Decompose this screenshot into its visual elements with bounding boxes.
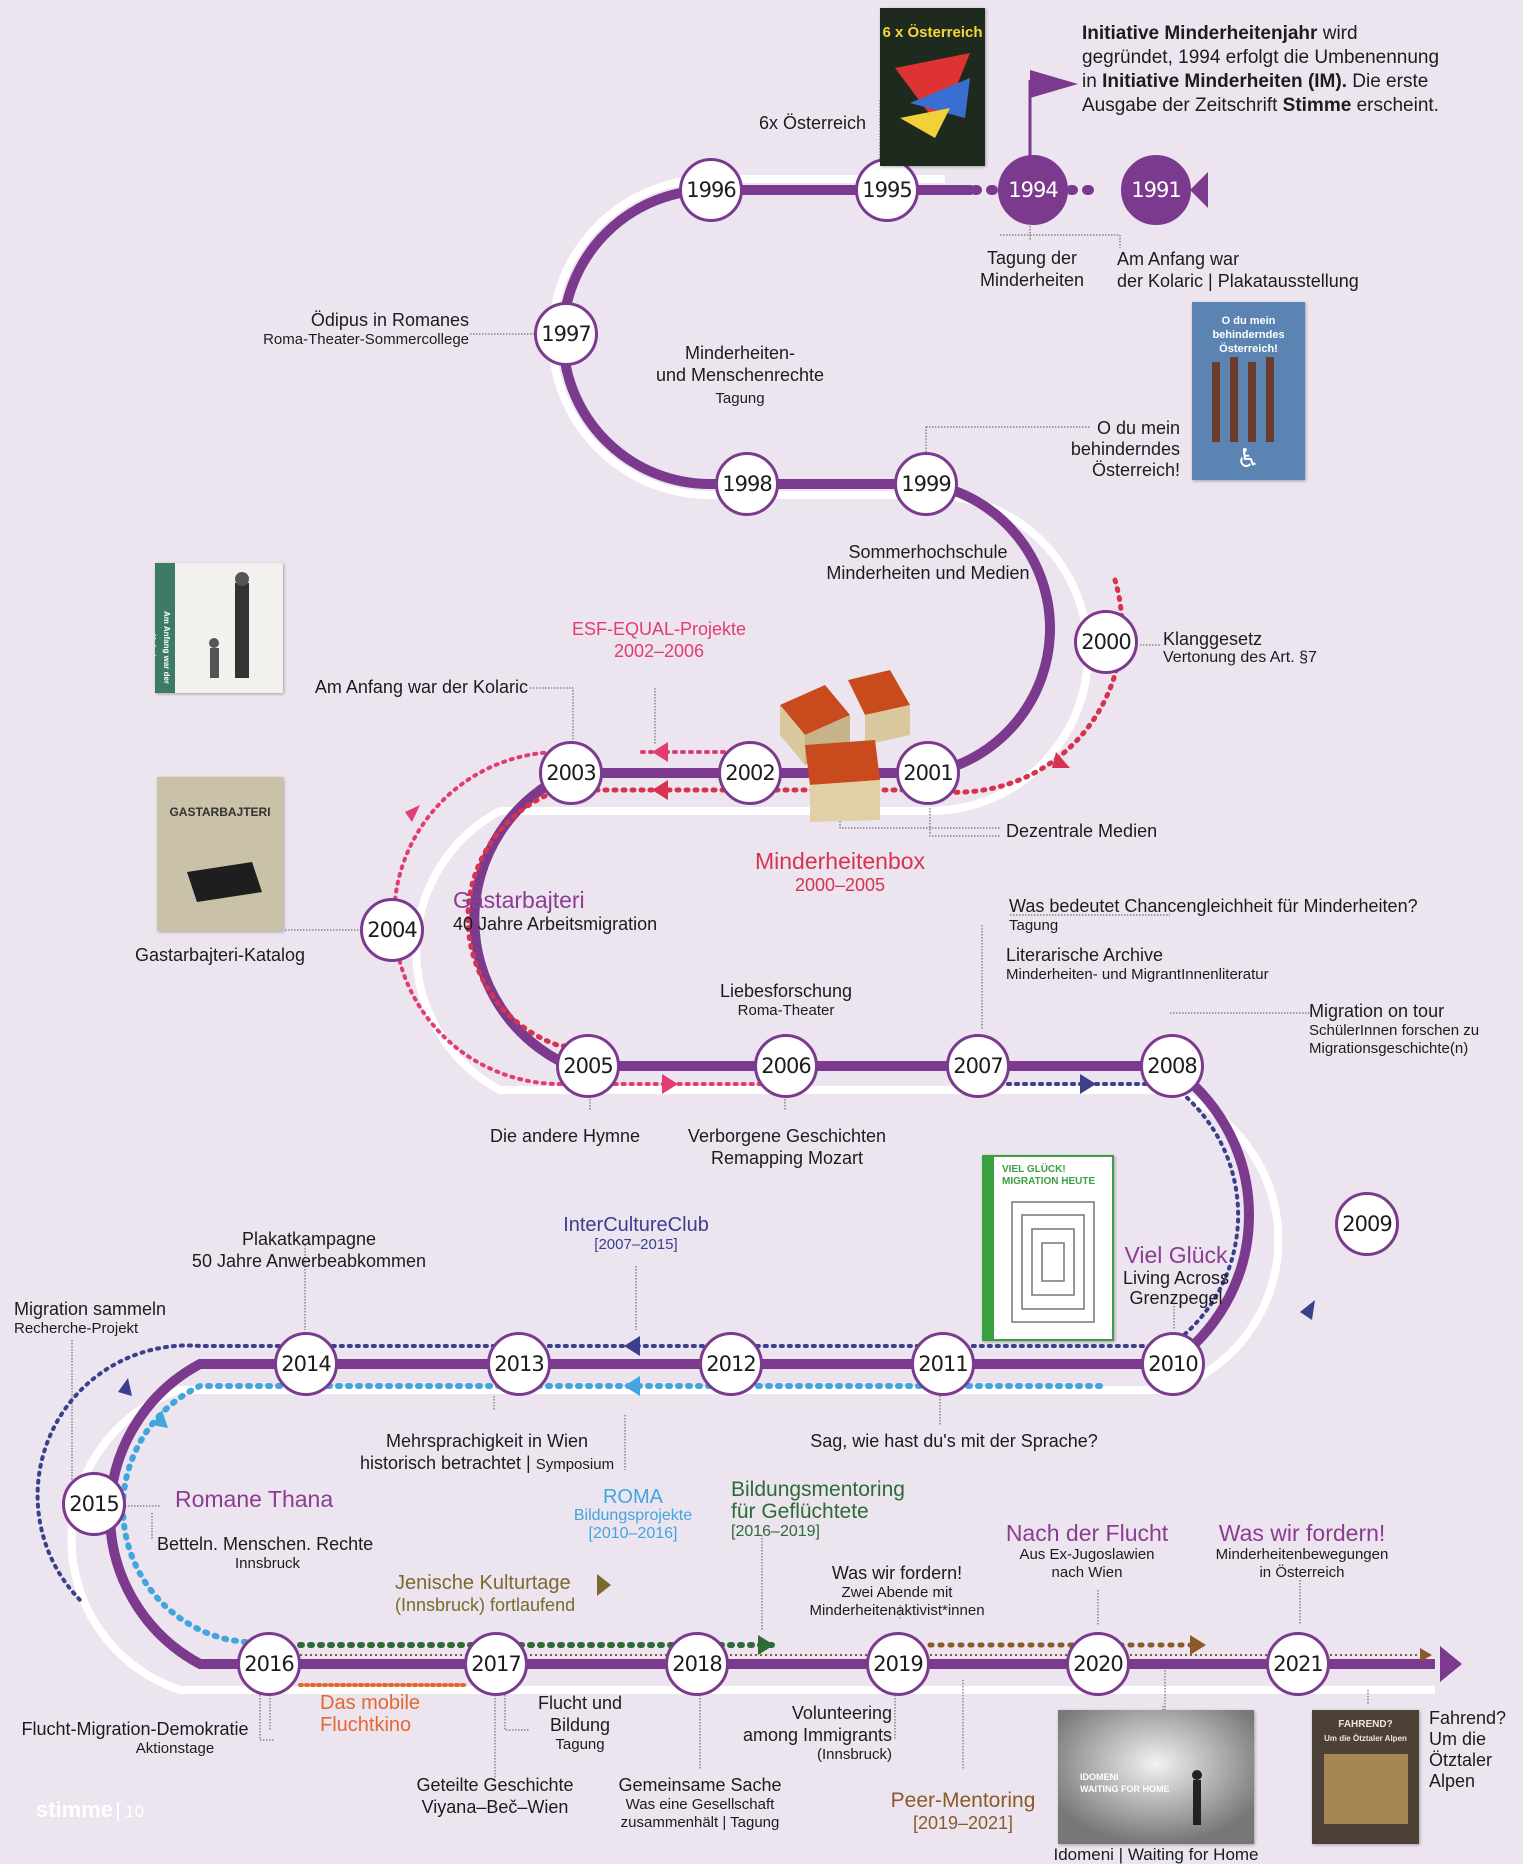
book-viel-glueck: VIEL GLÜCK! MIGRATION HEUTE [982,1155,1114,1341]
year-node-2012[interactable]: 2012 [699,1332,763,1396]
intro-text: Initiative Minderheitenjahr wird gegründ… [1082,23,1440,116]
book-fahrend: FAHREND? Um die Ötztaler Alpen [1312,1710,1419,1844]
book-idomeni: IDOMENI WAITING FOR HOME [1058,1710,1254,1844]
label-kolaric-2003: Am Anfang war der Kolaric [314,677,528,697]
track-end-arrow [1440,1646,1462,1682]
year-node-2021[interactable]: 2021 [1266,1632,1330,1696]
year-node-2004[interactable]: 2004 [360,898,424,962]
track-start-arrow [1190,172,1208,208]
label-idomeni: Idomeni | Waiting for Home [1053,1845,1259,1864]
label-dezentrale-medien: Dezentrale Medien [1006,821,1158,841]
label-jenische-kulturtage: Jenische Kulturtage(Innsbruck) fortlaufe… [395,1572,576,1615]
book-odu-mein: O du mein behinderndes Österreich! ♿ [1192,302,1305,480]
year-node-2010[interactable]: 2010 [1141,1332,1205,1396]
roma-dotted-line [119,1383,1103,1647]
year-node-2007[interactable]: 2007 [946,1034,1010,1098]
book-6x-oesterreich: 6 x Österreich [880,8,985,166]
year-node-2020[interactable]: 2020 [1066,1632,1130,1696]
label-die-andere-hymne: Die andere Hymne [489,1126,641,1146]
svg-text:♿: ♿ [1236,444,1259,474]
year-node-2003[interactable]: 2003 [539,741,603,805]
year-node-2011[interactable]: 2011 [911,1332,975,1396]
year-node-2019[interactable]: 2019 [866,1632,930,1696]
year-node-2000[interactable]: 2000 [1074,610,1138,674]
year-node-2014[interactable]: 2014 [274,1332,338,1396]
label-interculture-club: InterCultureClub[2007–2015] [563,1214,709,1253]
minderheitenbox-photo [760,660,920,825]
year-node-2002[interactable]: 2002 [718,741,782,805]
label-sag-wie-hast-dus: Sag, wie hast du's mit der Sprache? [810,1431,1098,1451]
label-chancengleichheit: Was bedeutet Chancengleichheit für Minde… [1009,896,1418,934]
label-6x-oesterreich: 6x Österreich [758,113,866,133]
year-node-2016[interactable]: 2016 [237,1632,301,1696]
year-node-2009[interactable]: 2009 [1335,1192,1399,1256]
year-node-1994[interactable]: 1994 [998,155,1068,225]
page-number: 10 [117,1802,144,1821]
year-node-1995[interactable]: 1995 [855,158,919,222]
year-node-2001[interactable]: 2001 [896,741,960,805]
year-node-2006[interactable]: 2006 [754,1034,818,1098]
year-node-1997[interactable]: 1997 [534,302,598,366]
year-node-1991[interactable]: 1991 [1121,155,1191,225]
label-romane-thana: Romane Thana [175,1486,334,1512]
year-node-2017[interactable]: 2017 [464,1632,528,1696]
year-node-2008[interactable]: 2008 [1140,1034,1204,1098]
label-peer-mentoring: Peer-Mentoring[2019–2021] [890,1789,1036,1834]
label-gastarbajteri-katalog: Gastarbajteri-Katalog [134,945,306,965]
year-node-2005[interactable]: 2005 [556,1034,620,1098]
year-node-1996[interactable]: 1996 [679,158,743,222]
flag-1994 [1030,70,1078,98]
book-kolaric: Am Anfang war der Kolaric [155,563,283,693]
year-node-2013[interactable]: 2013 [487,1332,551,1396]
year-node-2018[interactable]: 2018 [665,1632,729,1696]
year-node-2015[interactable]: 2015 [62,1472,126,1536]
book-gastarbajteri: GASTARBAJTERI [157,777,283,931]
year-node-1998[interactable]: 1998 [715,452,779,516]
icc-dotted-line [35,1082,1241,1602]
year-node-1999[interactable]: 1999 [894,452,958,516]
